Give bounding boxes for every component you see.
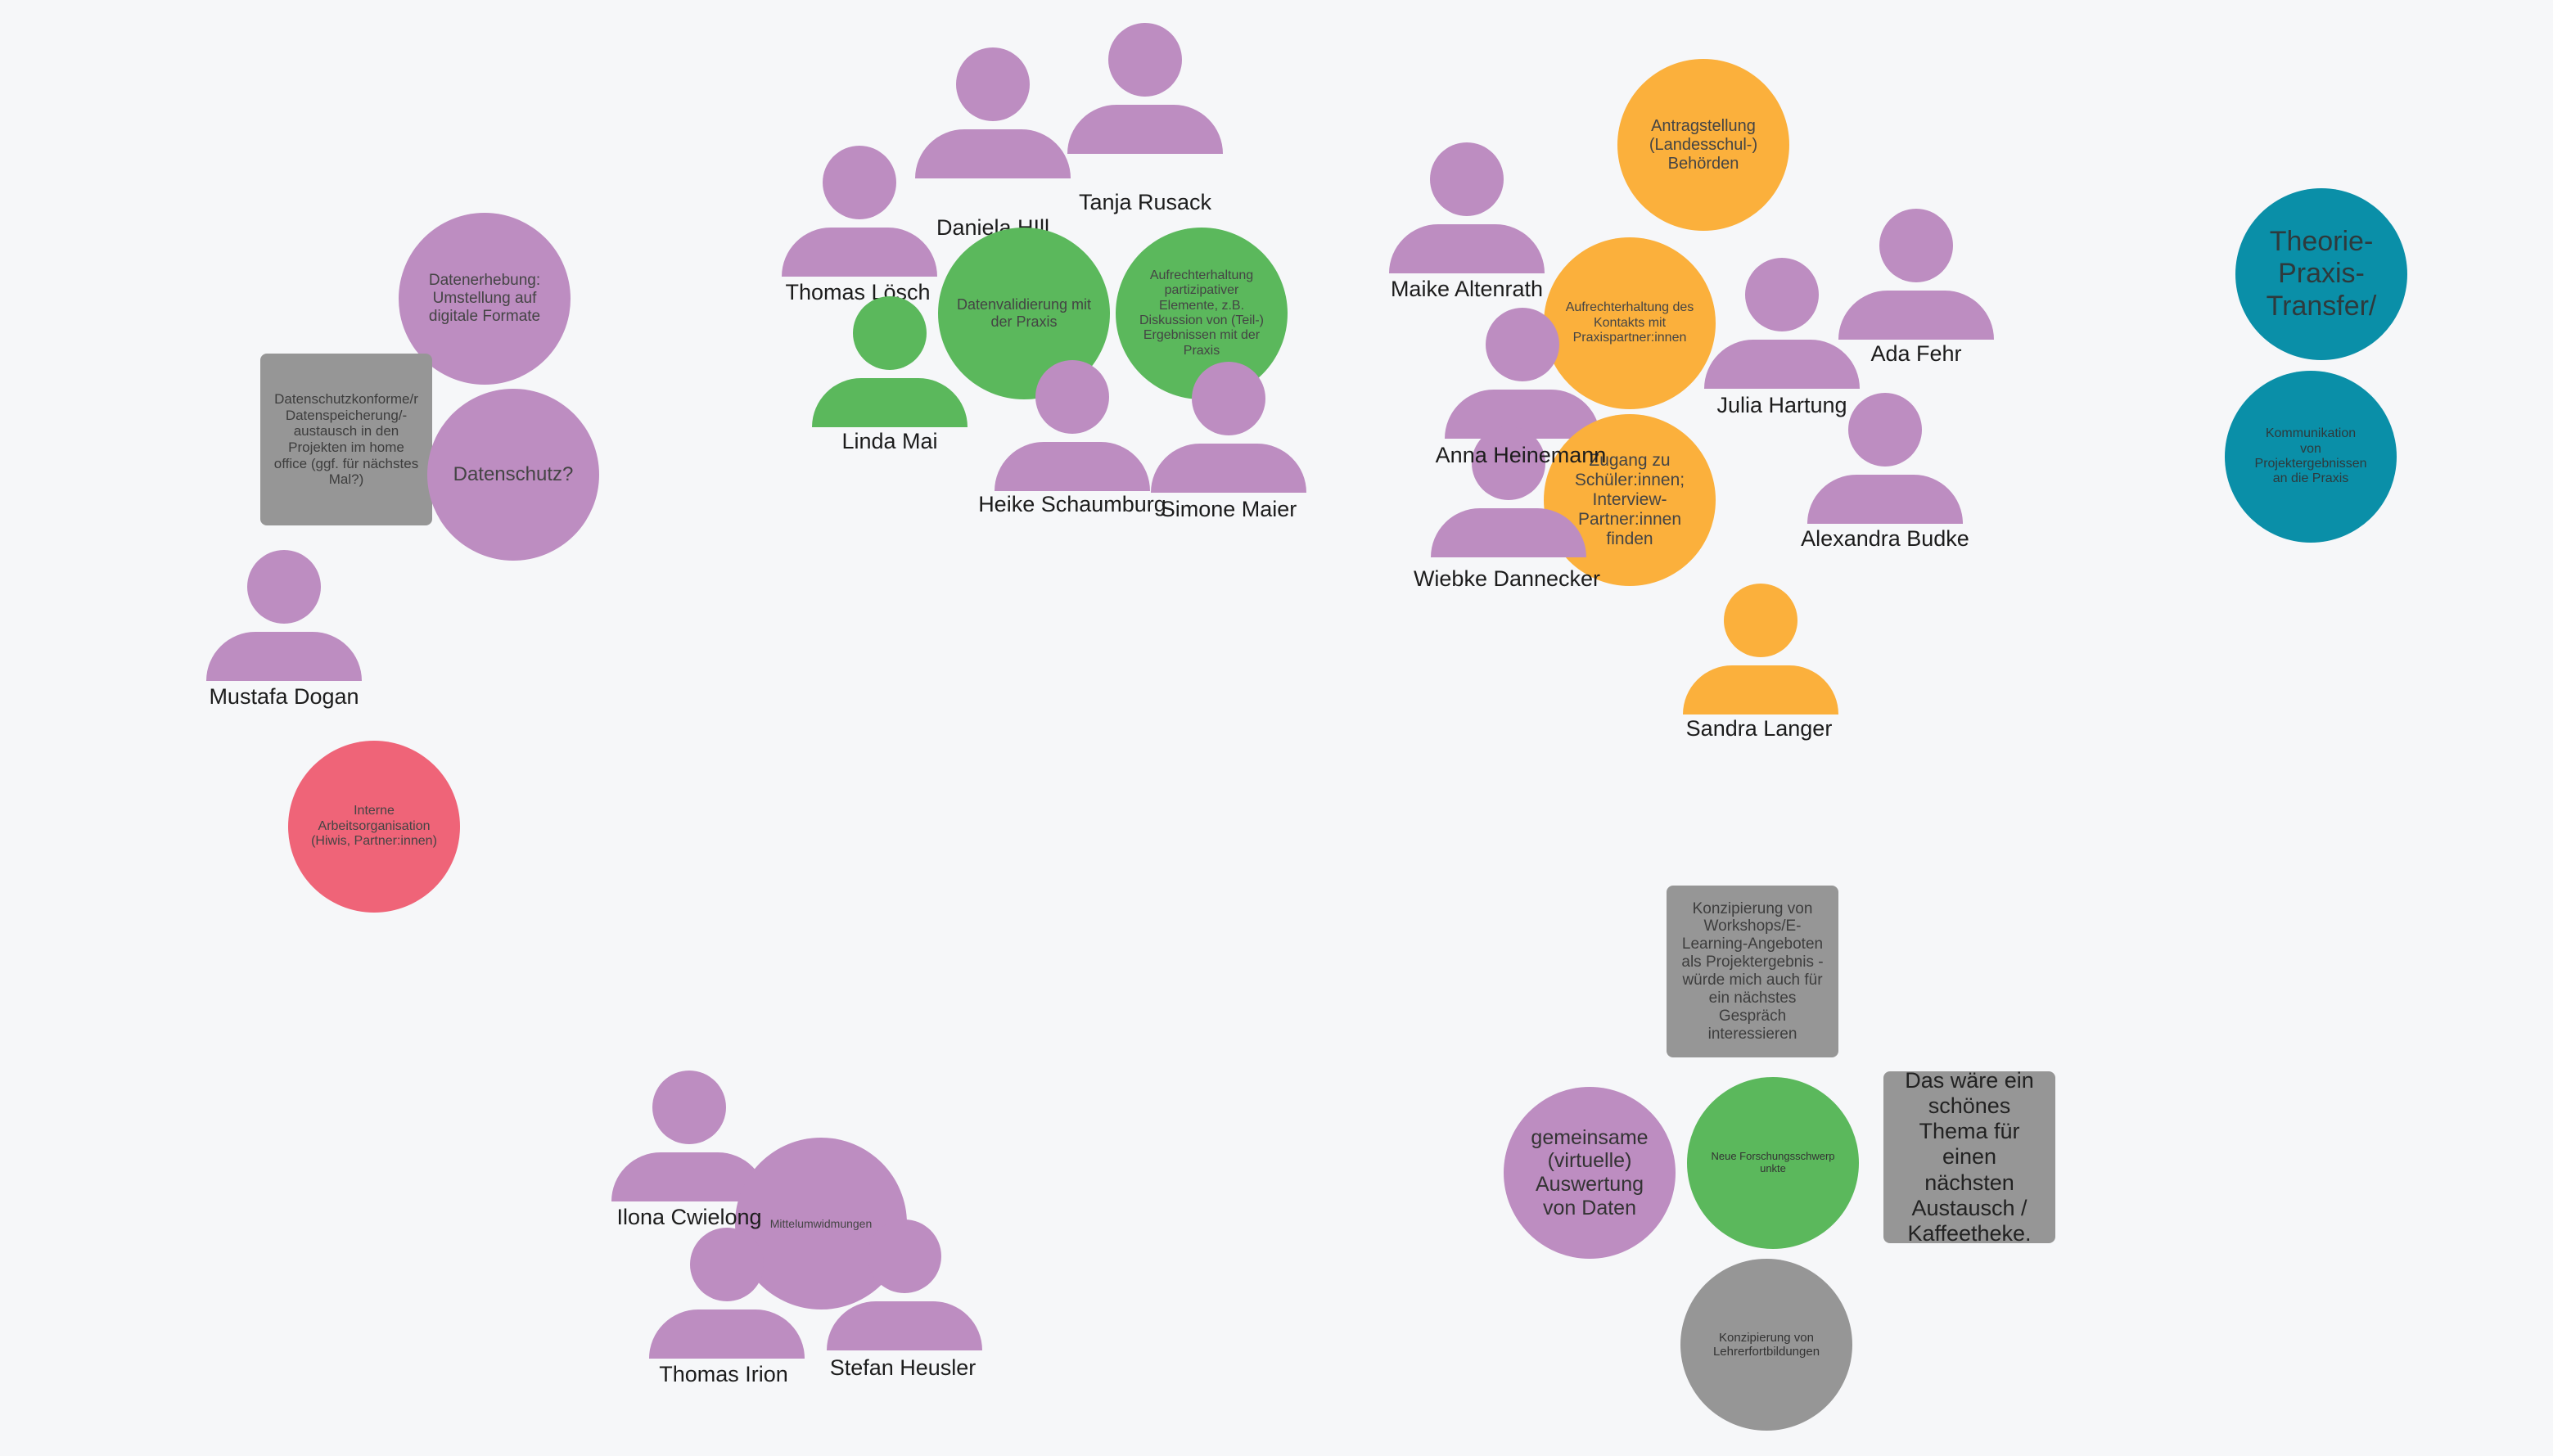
topic-gemeinsame[interactable]: gemeinsame (virtuelle) Auswertung von Da… xyxy=(1504,1087,1676,1259)
avatar-head xyxy=(823,146,896,219)
avatar-head xyxy=(1035,360,1109,434)
person-avatar-icon[interactable] xyxy=(915,47,1071,178)
avatar-body xyxy=(1389,224,1545,273)
person-avatar-icon[interactable] xyxy=(1389,142,1545,273)
person-name-simone: Simone Maier xyxy=(1160,497,1297,521)
avatar-head xyxy=(1192,362,1265,435)
person-name-tanja: Tanja Rusack xyxy=(1078,190,1212,214)
note-konzipierung-workshops[interactable]: Konzipierung von Workshops/E-Learning-An… xyxy=(1667,886,1838,1057)
avatar-body xyxy=(1704,340,1860,389)
person-name-anna: Anna Heinemann xyxy=(1435,443,1607,467)
topic-interne[interactable]: Interne Arbeitsorganisation (Hiwis, Part… xyxy=(288,741,460,913)
topic-antragstellung[interactable]: Antragstellung (Landesschul-) Behörden xyxy=(1617,59,1789,231)
person-avatar-icon[interactable] xyxy=(782,146,937,277)
avatar-head xyxy=(690,1228,764,1301)
avatar-body xyxy=(812,378,968,427)
avatar-body xyxy=(1431,508,1586,557)
avatar-head xyxy=(1430,142,1504,216)
topic-aufrechterhaltung-partizipativ[interactable]: Aufrechterhaltung partizipativer Element… xyxy=(1116,228,1288,399)
person-avatar-icon[interactable] xyxy=(1431,426,1586,557)
person-name-thomas-irion: Thomas Irion xyxy=(659,1362,788,1386)
topic-kommunikation[interactable]: Kommunikation von Projektergebnissen an … xyxy=(2225,371,2397,543)
avatar-head xyxy=(247,550,321,624)
person-avatar-icon[interactable] xyxy=(1445,308,1600,439)
person-name-ada: Ada Fehr xyxy=(1870,341,1962,366)
avatar-body xyxy=(995,442,1150,491)
person-name-linda: Linda Mai xyxy=(841,429,938,453)
avatar-body xyxy=(1807,475,1963,524)
avatar-head xyxy=(1108,23,1182,97)
avatar-head xyxy=(1745,258,1819,331)
person-avatar-icon[interactable] xyxy=(1807,393,1963,524)
person-avatar-icon[interactable] xyxy=(812,296,968,427)
person-avatar-icon[interactable] xyxy=(827,1219,982,1350)
person-name-wiebke: Wiebke Dannecker xyxy=(1413,566,1601,591)
person-avatar-icon[interactable] xyxy=(1151,362,1306,493)
person-avatar-icon[interactable] xyxy=(1704,258,1860,389)
avatar-head xyxy=(868,1219,941,1293)
person-avatar-icon[interactable] xyxy=(1838,209,1994,340)
person-avatar-icon[interactable] xyxy=(206,550,362,681)
avatar-body xyxy=(1838,291,1994,340)
topic-aufrechterhaltung-kontakt[interactable]: Aufrechterhaltung des Kontakts mit Praxi… xyxy=(1544,237,1716,409)
avatar-body xyxy=(827,1301,982,1350)
person-avatar-icon[interactable] xyxy=(649,1228,805,1359)
avatar-head xyxy=(1848,393,1922,467)
person-avatar-icon[interactable] xyxy=(1683,584,1838,714)
avatar-head xyxy=(652,1071,726,1144)
avatar-head xyxy=(1879,209,1953,282)
avatar-head xyxy=(956,47,1030,121)
person-avatar-icon[interactable] xyxy=(995,360,1150,491)
avatar-head xyxy=(1472,426,1545,500)
topic-theorie[interactable]: Theorie-Praxis-Transfer/ xyxy=(2235,188,2407,360)
person-name-sandra: Sandra Langer xyxy=(1685,716,1833,741)
person-name-julia: Julia Hartung xyxy=(1716,393,1847,417)
person-name-ilona: Ilona Cwielong xyxy=(616,1205,762,1229)
avatar-body xyxy=(649,1309,805,1359)
avatar-body xyxy=(915,129,1071,178)
avatar-body xyxy=(1683,665,1838,714)
person-name-stefan: Stefan Heusler xyxy=(829,1355,977,1380)
note-datenschutzkonform[interactable]: Datenschutzkonforme/r Datenspeicherung/-… xyxy=(260,354,432,525)
topic-datenschutz[interactable]: Datenschutz? xyxy=(427,389,599,561)
avatar-head xyxy=(1486,308,1559,381)
note-das-waere[interactable]: Das wäre ein schönes Thema für einen näc… xyxy=(1883,1068,2055,1246)
avatar-head xyxy=(1724,584,1797,657)
person-name-alexandra: Alexandra Budke xyxy=(1801,526,1969,551)
person-name-heike: Heike Schaumburg xyxy=(978,492,1166,516)
topic-zugang[interactable]: Zugang zu Schüler:innen; Interview-Partn… xyxy=(1544,414,1716,586)
topic-neue[interactable]: Neue Forschungsschwerpunkte xyxy=(1687,1077,1859,1249)
person-avatar-icon[interactable] xyxy=(611,1071,767,1201)
avatar-body xyxy=(1151,444,1306,493)
person-name-mustafa: Mustafa Dogan xyxy=(209,684,359,709)
avatar-head xyxy=(853,296,927,370)
avatar-body xyxy=(782,228,937,277)
person-avatar-icon[interactable] xyxy=(1067,23,1223,154)
person-name-maike: Maike Altenrath xyxy=(1390,277,1544,301)
topic-lehrerfortbildungen[interactable]: Konzipierung von Lehrerfortbildungen xyxy=(1680,1259,1852,1431)
avatar-body xyxy=(206,632,362,681)
avatar-body xyxy=(1067,105,1223,154)
